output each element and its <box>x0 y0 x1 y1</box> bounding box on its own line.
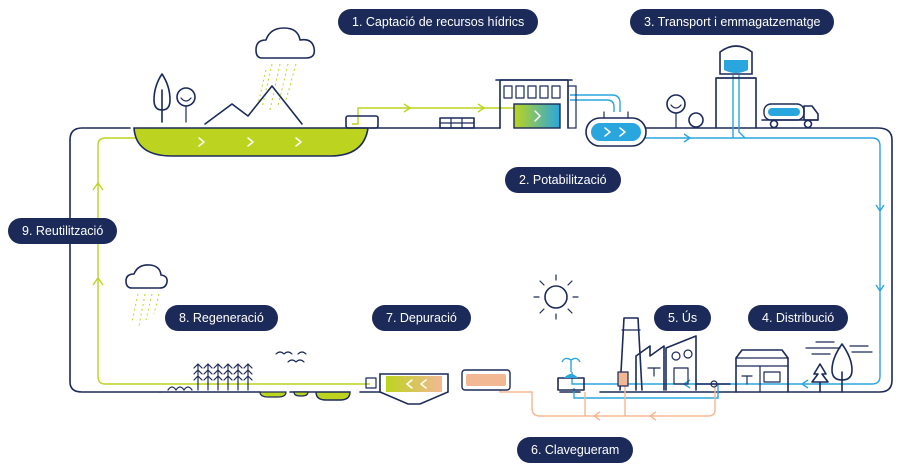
treatment-plant-icon <box>495 79 577 129</box>
water-tower-icon <box>715 45 757 129</box>
reuse-path <box>97 137 370 385</box>
wastewater-plant-icon <box>365 373 449 405</box>
step-label-us: 5. Ús <box>654 305 712 331</box>
up-arrow-icon <box>92 181 104 191</box>
intake-box <box>345 115 379 129</box>
step-label-captacio: 1. Captació de recursos hídrics <box>338 9 539 35</box>
cloud-icon <box>125 264 168 289</box>
reservoir-icon <box>133 127 369 157</box>
tanker-truck-icon <box>761 103 819 129</box>
bush-icon <box>688 112 704 128</box>
blue-tank-icon <box>585 111 647 147</box>
cycle-loop-line <box>369 127 893 393</box>
treatment-link <box>570 94 621 112</box>
sludge-tank-icon <box>461 369 511 391</box>
cycle-loop-line <box>69 127 161 393</box>
step-label-regeneracio: 8. Regeneració <box>165 305 278 331</box>
step-label-transport: 3. Transport i emmagatzematge <box>630 9 835 35</box>
pine-tree-icon <box>811 363 829 393</box>
step-label-depuracio: 7. Depuració <box>372 305 471 331</box>
valve-icon <box>695 380 731 388</box>
green-basin-icon <box>259 391 351 401</box>
down-arrow-icon <box>875 284 885 293</box>
distribution-path <box>732 75 746 139</box>
irrigation-icon <box>167 386 193 391</box>
rain-icon <box>257 63 297 111</box>
building-icon <box>665 335 697 391</box>
factory-icon <box>617 345 665 391</box>
wind-icon <box>805 341 873 355</box>
tree-icon <box>153 73 171 123</box>
left-arrow-icon <box>800 379 809 389</box>
left-arrow-icon <box>592 411 601 421</box>
rain-icon <box>131 293 160 327</box>
pipe-rack-icon <box>439 117 475 129</box>
wheat-icon <box>193 363 253 391</box>
filter-tank-icon <box>513 103 561 129</box>
step-label-potabilitzacio: 2. Potabilització <box>505 167 621 193</box>
cloud-icon <box>255 27 316 59</box>
house-icon <box>735 349 789 393</box>
step-label-distribucio: 4. Distribució <box>748 305 849 331</box>
birds-icon <box>275 351 307 363</box>
tree-icon <box>831 343 853 393</box>
sun-icon <box>533 274 579 320</box>
down-arrow-icon <box>875 204 885 213</box>
mountain-icon <box>204 85 303 125</box>
up-arrow-icon <box>92 276 104 286</box>
smiley-tree-icon <box>666 94 686 129</box>
step-label-reutilitzacio: 9. Reutilització <box>8 218 118 244</box>
right-arrow-icon <box>477 103 486 113</box>
left-arrow-icon <box>648 411 657 421</box>
distribution-path <box>571 137 881 385</box>
sewer-path <box>499 382 716 417</box>
distribution-path <box>573 384 719 399</box>
fountain-icon <box>557 357 585 391</box>
smiley-tree-icon <box>176 87 196 123</box>
right-arrow-icon <box>403 103 412 113</box>
step-label-clavegueram: 6. Clavegueram <box>517 437 634 463</box>
right-arrow-icon <box>683 133 692 143</box>
